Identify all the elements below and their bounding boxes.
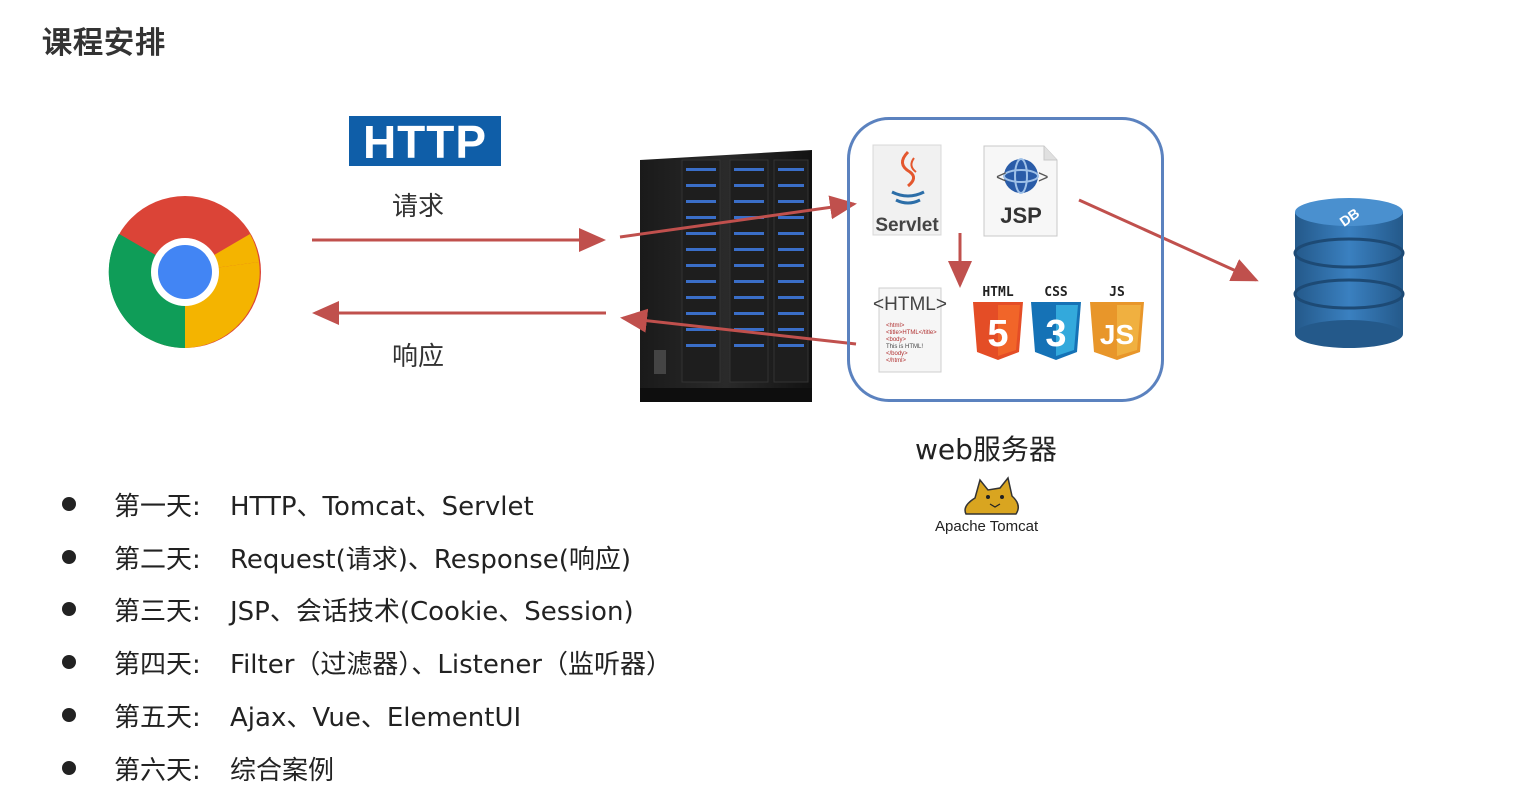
js-caption: JS — [1109, 285, 1125, 300]
web-server-label: web服务器 — [915, 433, 1057, 466]
schedule-day: 第二天: — [114, 544, 201, 575]
schedule-item: 第二天: Request(请求)、Response(响应) — [62, 537, 631, 577]
js-number: JS — [1100, 319, 1134, 350]
html-code-line: </html> — [886, 358, 907, 364]
chrome-browser-icon — [108, 196, 261, 349]
html-code-line: This is HTML! — [886, 344, 923, 350]
svg-text:>: > — [1038, 167, 1049, 187]
schedule-item: 第三天: JSP、会话技术(Cookie、Session) — [62, 589, 634, 629]
schedule-topic: HTTP、Tomcat、Servlet — [230, 491, 534, 522]
schedule-item: 第六天: 综合案例 — [62, 748, 334, 788]
html5-icon: HTML 5 — [973, 285, 1023, 360]
schedule-item: 第四天: Filter（过滤器）、Listener（监听器） — [62, 642, 672, 682]
schedule-day: 第五天: — [114, 702, 201, 733]
html-document-icon: <HTML> <html> <title>HTML</title> <body>… — [873, 287, 947, 373]
css3-caption: CSS — [1044, 285, 1068, 300]
jsp-file-icon: < > JSP — [983, 145, 1058, 237]
schedule-topic: JSP、会话技术(Cookie、Session) — [230, 596, 634, 627]
bullet-icon — [62, 708, 76, 722]
bullet-icon — [62, 761, 76, 775]
bullet-icon — [62, 655, 76, 669]
schedule-topic: Ajax、Vue、ElementUI — [230, 702, 522, 733]
schedule-day: 第四天: — [114, 649, 201, 680]
page-title: 课程安排 — [42, 26, 166, 61]
schedule-item: 第一天: HTTP、Tomcat、Servlet — [62, 484, 534, 524]
server-rack-icon — [640, 150, 812, 402]
schedule-day: 第六天: — [114, 755, 201, 786]
http-badge: HTTP — [349, 116, 501, 168]
schedule-topic: Request(请求)、Response(响应) — [230, 544, 632, 575]
schedule-day: 第一天: — [114, 491, 201, 522]
html-code-line: <title>HTML</title> — [886, 330, 937, 336]
html-doc-label: <HTML> — [873, 294, 947, 315]
schedule-item: 第五天: Ajax、Vue、ElementUI — [62, 695, 521, 735]
database-icon: DB — [1293, 198, 1405, 348]
jsp-label: JSP — [1000, 203, 1042, 228]
js-icon: JS JS — [1090, 285, 1144, 360]
html-code-line: <body> — [886, 337, 907, 343]
web-container-box — [847, 117, 1164, 402]
html-code-line: <html> — [886, 323, 905, 329]
html5-number: 5 — [987, 313, 1008, 355]
schedule-day: 第三天: — [114, 596, 201, 627]
jsp-to-db-arrow — [1078, 198, 1259, 282]
bullet-icon — [62, 497, 76, 511]
css3-number: 3 — [1045, 313, 1066, 355]
tomcat-logo-icon — [964, 476, 1019, 515]
response-label: 响应 — [392, 342, 445, 372]
from-html-arrow — [620, 308, 857, 346]
svg-text:<: < — [996, 167, 1007, 187]
servlet-icon: Servlet — [872, 144, 942, 236]
schedule-topic: Filter（过滤器）、Listener（监听器） — [230, 649, 673, 680]
bullet-icon — [62, 602, 76, 616]
request-label: 请求 — [392, 192, 445, 222]
tomcat-label: Apache Tomcat — [935, 518, 1039, 535]
bullet-icon — [62, 550, 76, 564]
servlet-label: Servlet — [875, 215, 939, 236]
css3-icon: CSS 3 — [1031, 285, 1081, 360]
html5-caption: HTML — [982, 285, 1013, 300]
html-code-line: </body> — [886, 351, 908, 357]
schedule-topic: 综合案例 — [230, 755, 335, 786]
to-servlet-arrow — [619, 195, 857, 239]
